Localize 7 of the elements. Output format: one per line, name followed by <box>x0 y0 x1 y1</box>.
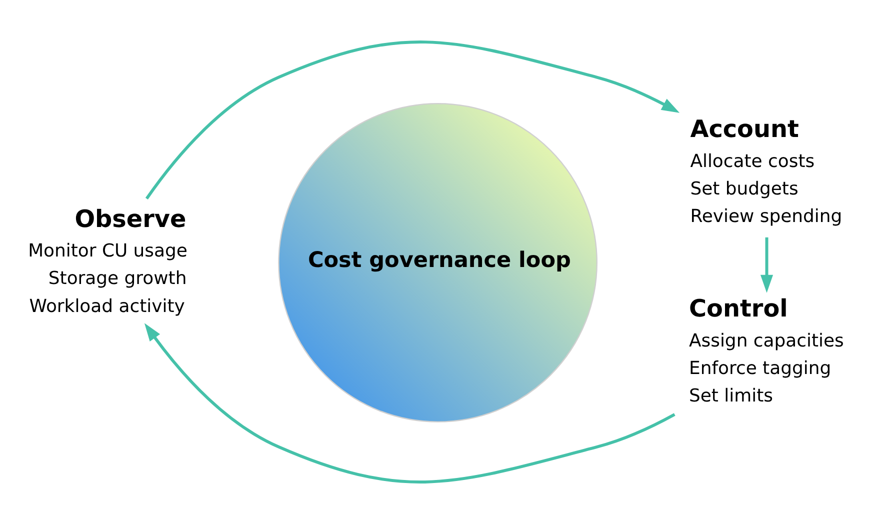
arrow <box>145 40 680 200</box>
node-text: Observe Monitor CU usage Storage growth Workload activity <box>28 204 188 317</box>
node-text: Control Assign capacities Enforce tagging Set limits <box>689 294 844 406</box>
arrow <box>144 323 676 484</box>
node-text: Account Allocate costs Set budgets Review spending <box>690 115 842 228</box>
arrow <box>760 237 774 293</box>
node-circle: Cost governance loop <box>278 103 598 422</box>
